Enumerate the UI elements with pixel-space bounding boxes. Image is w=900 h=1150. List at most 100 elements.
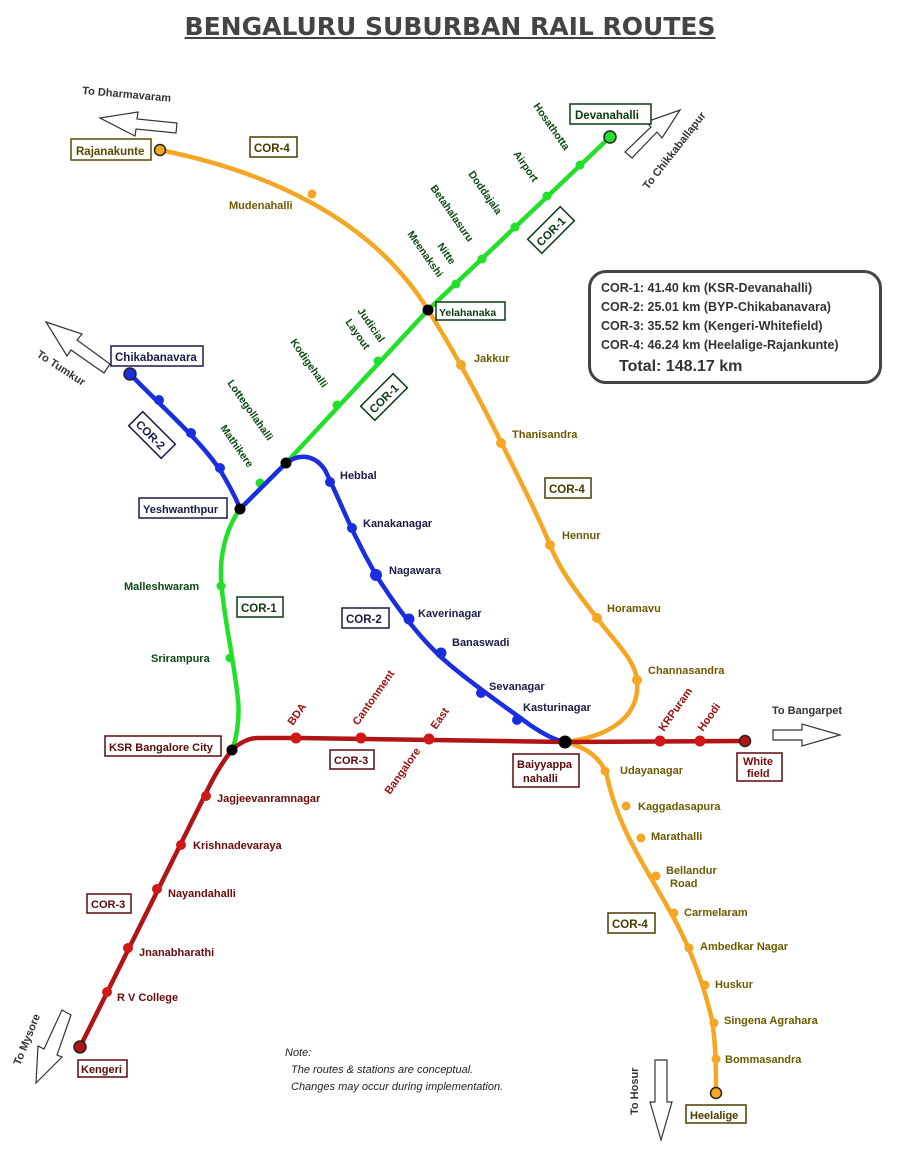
interchange-hebbal-junction-marker (280, 457, 292, 469)
interchange-yeshwanthpur[interactable]: Yeshwanthpur (138, 497, 228, 519)
cor1-tag-middle: COR-1 (359, 372, 409, 422)
svg-text:Chikabanavara: Chikabanavara (115, 352, 197, 364)
station-hoodi: Hoodi (696, 701, 724, 733)
station-kodigehalli: Kodigehalli (288, 337, 330, 390)
station-krpuram: KRPuram (657, 686, 696, 734)
interchange-yeshwanthpur-marker (234, 503, 246, 515)
terminal-chikabanavara[interactable]: Chikabanavara (110, 345, 204, 367)
terminal-kengeri-marker (73, 1040, 87, 1054)
legend-row-cor4: COR-4: 46.24 km (Heelalige-Rajankunte) (601, 338, 839, 352)
station-cantonment: Cantonment (351, 668, 398, 728)
station-nayandahalli: Nayandahalli (168, 888, 236, 900)
station-huskur: Huskur (715, 979, 754, 991)
terminal-whitefield[interactable]: White field (736, 752, 783, 782)
station-airport: Airport (511, 149, 541, 185)
interchange-yelahanaka[interactable]: Yelahanaka (435, 301, 506, 321)
cor3-tag-east: COR-3 (329, 749, 375, 770)
station-horamavu: Horamavu (607, 603, 661, 615)
station-doddajala: Doddajala (466, 169, 505, 217)
legend-row-cor2: COR-2: 25.01 km (BYP-Chikabanavara) (601, 300, 831, 314)
station-thanisandra: Thanisandra (512, 429, 578, 441)
station-bellandur-road: Road (670, 878, 698, 890)
terminal-devanahalli[interactable]: Devanahalli (569, 103, 652, 125)
station-kaggadasapura: Kaggadasapura (638, 801, 721, 813)
station-kanakanagar: Kanakanagar (363, 518, 433, 530)
station-hebbal: Hebbal (340, 470, 377, 482)
arrow-to-hosur-icon (649, 1059, 673, 1143)
cor4-stations (307, 189, 721, 1064)
cor2-stations (154, 395, 522, 725)
svg-text:White: White (743, 756, 773, 768)
cor1-stations (216, 160, 585, 663)
cor3-tag-west: COR-3 (86, 893, 132, 914)
legend-total: Total: 148.17 km (619, 358, 743, 375)
terminal-rajanakunte[interactable]: Rajanakunte (70, 138, 152, 161)
station-channasandra: Channasandra (648, 665, 725, 677)
disclaimer-note: Note: The routes & stations are conceptu… (285, 1045, 503, 1096)
interchange-ksr-marker (226, 744, 238, 756)
svg-text:Yelahanaka: Yelahanaka (439, 307, 496, 319)
terminal-devanahalli-marker (603, 130, 617, 144)
svg-text:COR-4: COR-4 (254, 143, 290, 155)
cor4-tag-middle: COR-4 (544, 477, 592, 499)
station-krishnadevaraya: Krishnadevaraya (193, 840, 283, 852)
svg-text:COR-4: COR-4 (612, 919, 648, 931)
legend-row-cor1: COR-1: 41.40 km (KSR-Devanahalli) (601, 281, 813, 295)
svg-text:COR-3: COR-3 (91, 899, 125, 911)
interchange-baiyyappanahalli[interactable]: Baiyyappa nahalli (512, 753, 580, 788)
station-kaverinagar: Kaverinagar (418, 608, 482, 620)
cor4-tag-south: COR-4 (607, 912, 656, 934)
station-bellandur: Bellandur (666, 865, 717, 877)
station-hennur: Hennur (562, 530, 601, 542)
station-hosathotta: Hosathotta (531, 101, 572, 153)
station-ambedkar-nagar: Ambedkar Nagar (700, 941, 789, 953)
arrow-to-mysore-icon (35, 1009, 72, 1085)
arrow-to-dharmavaram-icon (98, 111, 178, 137)
station-srirampura: Srirampura (151, 653, 211, 665)
station-bommasandra: Bommasandra (725, 1054, 802, 1066)
station-mathikere: Mathikere (218, 423, 256, 470)
station-east: East (429, 706, 452, 732)
interchange-yelahanaka-marker (422, 304, 434, 316)
map-title: BENGALURU SUBURBAN RAIL ROUTES (184, 12, 716, 41)
station-singena-agrahara: Singena Agrahara (724, 1015, 819, 1027)
svg-text:Kengeri: Kengeri (81, 1064, 122, 1076)
svg-text:COR-3: COR-3 (334, 755, 368, 767)
station-jakkur: Jakkur (474, 353, 510, 365)
svg-text:COR-1: COR-1 (241, 603, 277, 615)
station-udayanagar: Udayanagar (620, 765, 684, 777)
direction-hosur: To Hosur (629, 1067, 641, 1115)
terminal-kengeri[interactable]: Kengeri (77, 1059, 128, 1078)
note-line-1: The routes & stations are conceptual. (291, 1064, 474, 1076)
svg-text:Heelalige: Heelalige (690, 1110, 738, 1122)
svg-text:Devanahalli: Devanahalli (575, 110, 639, 122)
cor1-tag-north: COR-1 (526, 205, 576, 255)
arrow-to-bangarpet-icon (772, 723, 843, 747)
svg-text:nahalli: nahalli (523, 773, 558, 785)
svg-text:Yeshwanthpur: Yeshwanthpur (143, 504, 219, 516)
note-line-2: Changes may occur during implementation. (291, 1081, 504, 1093)
station-carmelaram: Carmelaram (684, 907, 748, 919)
station-sevanagar: Sevanagar (489, 681, 545, 693)
cor2-tag-south: COR-2 (341, 607, 390, 629)
station-bda: BDA (286, 701, 310, 727)
terminal-whitefield-marker (738, 734, 752, 748)
svg-text:COR-4: COR-4 (549, 484, 585, 496)
station-banaswadi: Banaswadi (452, 637, 509, 649)
cor1-tag-south: COR-1 (236, 596, 284, 618)
station-mudenahalli: Mudenahalli (229, 200, 293, 212)
direction-bangarpet: To Bangarpet (772, 705, 842, 717)
interchange-ksr-bangalore-city[interactable]: KSR Bangalore City (104, 735, 222, 757)
interchange-baiyyappanahalli-marker (558, 735, 572, 749)
legend-row-cor3: COR-3: 35.52 km (Kengeri-Whitefield) (601, 319, 823, 333)
note-heading: Note: (285, 1047, 312, 1059)
terminal-heelalige-marker (709, 1086, 723, 1100)
direction-dharmavaram: To Dharmavaram (82, 85, 172, 105)
cor1-line (218, 134, 613, 753)
station-jagjeevanramnagar: Jagjeevanramnagar (217, 793, 321, 805)
station-nagawara: Nagawara (389, 565, 442, 577)
arrow-to-tumkur-icon (44, 320, 111, 374)
station-marathalli: Marathalli (651, 831, 702, 843)
terminal-heelalige[interactable]: Heelalige (685, 1104, 747, 1124)
terminal-rajanakunte-marker (153, 143, 167, 157)
